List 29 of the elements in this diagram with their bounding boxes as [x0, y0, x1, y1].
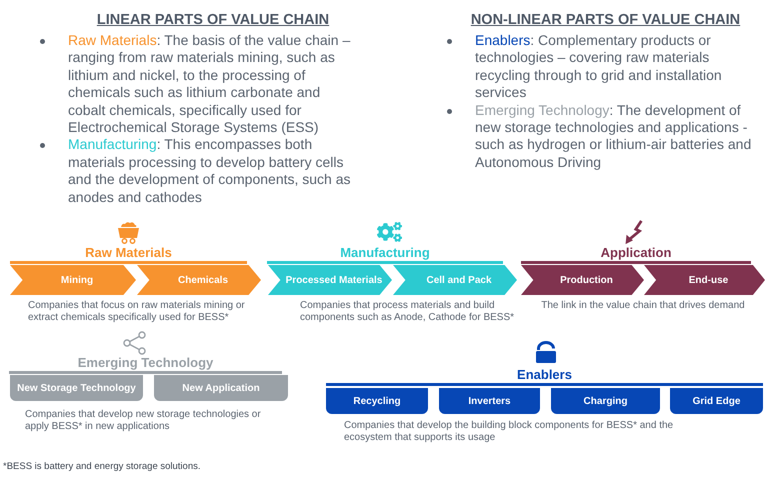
group-description: Companies that develop the building block components for BESS* and the ecosystem that supports its usage — [344, 420, 674, 444]
category-tab: Grid Edge — [670, 388, 763, 414]
category-tab: New Application — [154, 375, 288, 401]
section-heading: LINEAR PARTS OF VALUE CHAIN — [96, 12, 330, 28]
category-tab: Inverters — [439, 388, 540, 414]
group-heading: Enablers — [516, 367, 573, 383]
chevron-step: Mining — [10, 265, 136, 295]
bullet-text: Enablers: Complementary products or technologies – covering raw materials recycling through to grid and installation services — [475, 32, 723, 102]
group-heading: Emerging Technology — [76, 355, 214, 371]
section-heading: NON-LINEAR PARTS OF VALUE CHAIN — [470, 12, 740, 28]
group-heading: Application — [600, 245, 672, 261]
group-heading: Manufacturing — [339, 245, 431, 261]
chevron-step: End-use — [644, 265, 765, 295]
footnote: *BESS is battery and energy storage solutions. — [3, 461, 201, 473]
bullet-text: Raw Materials: The basis of the value chain – ranging from raw materials mining, such as lithium and nickel, to the processing of chemicals such as lithium carbonate and cobalt chemicals, specifically used for Electrochemical Storage Systems (ESS) — [68, 32, 352, 136]
category-tab: Recycling — [326, 388, 428, 414]
bullet-text: Manufacturing: This encompasses both materials processing to develop battery cells and the development of components, such as anodes and cathodes — [68, 136, 352, 206]
category-tab: New Storage Technology — [10, 375, 143, 401]
group-description: Companies that develop new storage technologies or apply BESS* in new applications — [25, 409, 262, 433]
group-description: Companies that process materials and build components such as Anode, Cathode for BESS* — [300, 300, 516, 324]
chevron-step: Cell and Pack — [393, 265, 517, 295]
chevron-step: Chemicals — [137, 265, 261, 295]
group-description: The link in the value chain that drives demand — [540, 300, 746, 312]
category-tab: Charging — [551, 388, 660, 414]
chevron-step: Processed Materials — [268, 265, 392, 295]
group-description: Companies that focus on raw materials mining or extract chemicals specifically used for BESS* — [28, 300, 246, 324]
group-heading: Raw Materials — [84, 245, 173, 261]
chevron-step: Production — [521, 265, 644, 295]
bullet-text: Emerging Technology: The development of new storage technologies and applications - such as hydrogen or lithium-air batteries and Autonomous Driving — [475, 102, 752, 172]
